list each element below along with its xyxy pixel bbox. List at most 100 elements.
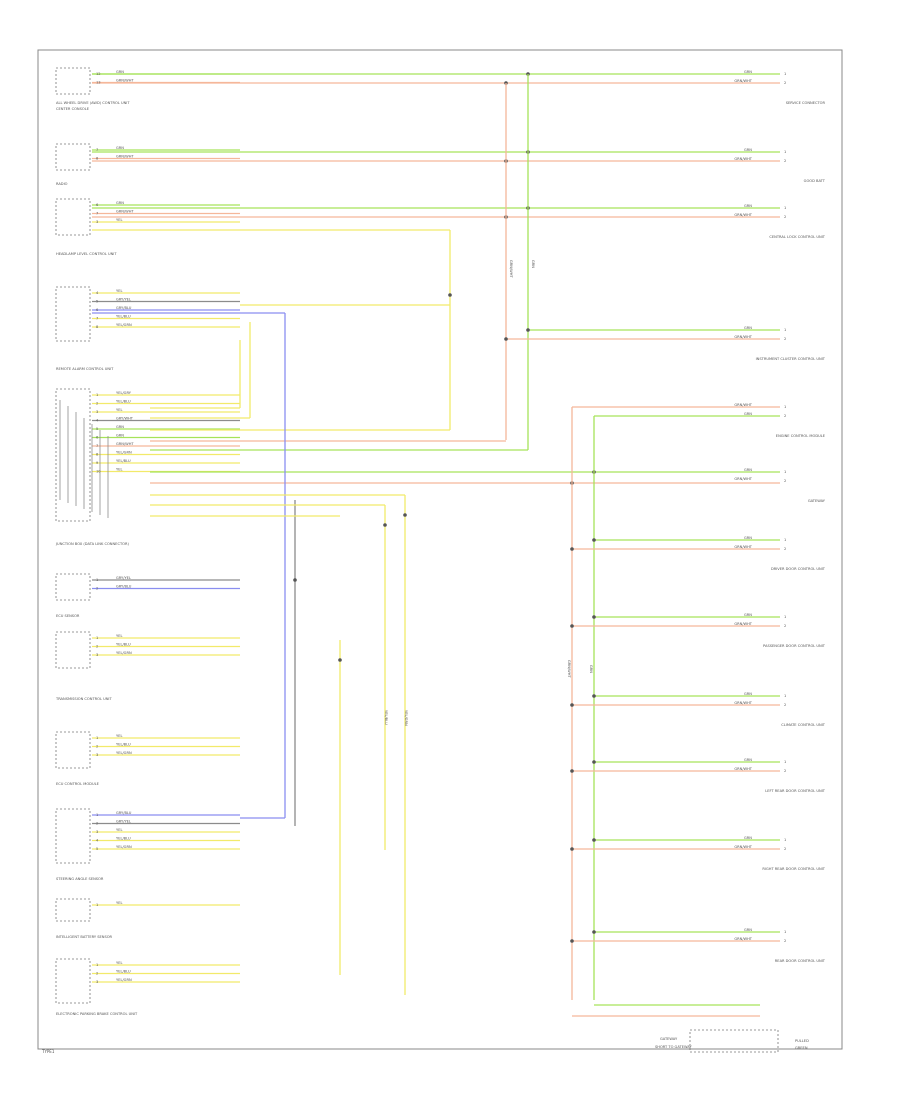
bottom-connector: GATEWAY SHORT TO GATEWAY PULLED GREEN: [655, 1029, 809, 1053]
right-component-label-r8: PASSENGER DOOR CONTROL UNIT: [763, 644, 826, 648]
pin-number-c2-1: 8: [96, 157, 99, 161]
right-pin-r8-1: 2: [784, 624, 786, 628]
wire-code-c4-3: YEL/BLU: [116, 315, 131, 319]
component-box-c4: [55, 286, 91, 342]
wire-code-c6-1: GRY/BLU: [116, 585, 132, 589]
right-wire-code-r6-1: GRN/WHT: [734, 477, 752, 481]
page-label: TYPE1: [41, 1049, 55, 1054]
right-branch-dot-high-2: [592, 694, 596, 698]
component-box-c7: [55, 631, 91, 669]
right-wire-code-r11-1: GRN/WHT: [734, 845, 752, 849]
wire-code-c5-5: GRN: [116, 434, 124, 438]
pin-number-c9-4: 5: [96, 847, 98, 851]
component-box-c8: [55, 731, 91, 769]
pin-number-c1-0: 12: [96, 72, 101, 76]
splice-dot-cluster-low: [504, 337, 508, 341]
right-pin-r11-1: 2: [784, 847, 786, 851]
pin-number-c5-6: 7: [96, 444, 98, 448]
component-box-c9: [55, 808, 91, 864]
pin-number-c1-1: 13: [96, 81, 101, 85]
wire-code-c1-0: GRN: [116, 70, 124, 74]
pin-number-c11-0: 1: [96, 963, 98, 967]
wire-code-c5-1: YEL/BLU: [116, 400, 131, 404]
right-pin-r6-0: 1: [784, 470, 786, 474]
component-box-c11: [55, 958, 91, 1004]
wire-code-c3-2: YEL: [116, 218, 122, 222]
pin-number-c7-1: 2: [96, 645, 98, 649]
wire-code-c5-6: GRN/WHT: [116, 442, 134, 446]
component-box-c10: [55, 898, 91, 922]
wire-code-c8-2: YEL/GRN: [116, 751, 132, 755]
component-label-c9: STEERING ANGLE SENSOR: [56, 877, 104, 881]
right-wire-code-r2-0: GRN: [744, 148, 752, 152]
right-wire-code-r4-0: GRN: [744, 326, 752, 330]
right-component-label-r12: REAR DOOR CONTROL UNIT: [775, 959, 826, 963]
bus-label-5: YEL/GRN: [404, 710, 408, 726]
right-wire-code-r12-1: GRN/WHT: [734, 937, 752, 941]
wire-code-c7-0: YEL: [116, 634, 122, 638]
pin-number-c9-1: 2: [96, 822, 98, 826]
component-label-c7: TRANSMISSION CONTROL UNIT: [55, 697, 112, 701]
right-wire-code-r5-0: GRN/WHT: [734, 403, 752, 407]
right-wire-code-r8-1: GRN/WHT: [734, 622, 752, 626]
bus-label-4: YEL/BLU: [384, 710, 388, 725]
bottom-left-label: GATEWAY: [660, 1037, 678, 1041]
right-pin-r12-1: 2: [784, 939, 786, 943]
wire-code-c2-1: GRN/WHT: [116, 155, 134, 159]
right-branch-dot-high-1: [592, 615, 596, 619]
right-component-label-r11: RIGHT REAR DOOR CONTROL UNIT: [762, 867, 825, 871]
component-box-c5: [55, 388, 91, 522]
right-wire-code-r7-1: GRN/WHT: [734, 545, 752, 549]
pin-number-c5-7: 8: [96, 453, 99, 457]
right-branch-dot-low-2: [570, 703, 574, 707]
diagram-frame: [37, 49, 843, 1050]
right-pin-r12-0: 1: [784, 930, 786, 934]
right-branch-dot-low-3: [570, 769, 574, 773]
pin-number-c5-5: 6: [96, 436, 99, 440]
right-pin-r8-0: 1: [784, 615, 786, 619]
right-pin-r10-1: 2: [784, 769, 786, 773]
wire-code-c9-1: GRY/YEL: [116, 820, 131, 824]
right-branch-dot-low-1: [570, 624, 574, 628]
right-wire-code-r11-0: GRN: [744, 836, 752, 840]
bus-label-2: GRN/WHT: [567, 660, 571, 678]
right-wire-code-r7-0: GRN: [744, 536, 752, 540]
pin-number-c11-2: 3: [96, 980, 98, 984]
yellow-splice-dot: [448, 293, 452, 297]
pin-number-c2-0: 7: [96, 148, 98, 152]
bottom-right-label: PULLED: [795, 1039, 809, 1043]
right-component-label-r3: CENTRAL LOCK CONTROL UNIT: [769, 235, 825, 239]
pin-number-c4-3: 7: [96, 317, 98, 321]
right-pin-r2-1: 2: [784, 159, 786, 163]
right-wire-code-r9-1: GRN/WHT: [734, 701, 752, 705]
right-pin-r3-0: 1: [784, 206, 786, 210]
wire-code-c5-4: GRN: [116, 425, 124, 429]
wire-code-c9-4: YEL/GRN: [116, 845, 132, 849]
pin-number-c5-1: 2: [96, 402, 98, 406]
right-pin-r9-0: 1: [784, 694, 786, 698]
bottom-right-sub-label: GREEN: [795, 1046, 808, 1050]
wire-code-c8-0: YEL: [116, 734, 122, 738]
component-box-c1: [55, 67, 91, 95]
right-branch-dot-low-0: [570, 547, 574, 551]
right-pin-r4-1: 2: [784, 337, 786, 341]
wire-code-c11-2: YEL/GRN: [116, 978, 132, 982]
gray-splice-dot: [293, 578, 297, 582]
right-pin-r11-0: 1: [784, 838, 786, 842]
wire-code-c7-1: YEL/BLU: [116, 643, 131, 647]
component-sub-label-c1: CENTER CONSOLE: [56, 107, 90, 111]
wire-code-c6-0: GRY/YEL: [116, 576, 131, 580]
right-component-label-r5: ENGINE CONTROL MODULE: [776, 434, 826, 438]
pin-number-c5-9: 10: [96, 470, 101, 474]
right-component-label-r7: DRIVER DOOR CONTROL UNIT: [771, 567, 826, 571]
right-pin-r7-0: 1: [784, 538, 786, 542]
pin-number-c5-4: 5: [96, 427, 98, 431]
wire-code-c5-9: YEL: [116, 468, 122, 472]
component-label-c8: ECU CONTROL MODULE: [56, 782, 100, 786]
right-pin-r9-1: 2: [784, 703, 786, 707]
right-pin-r1-0: 1: [784, 72, 786, 76]
pin-number-c5-0: 1: [96, 393, 98, 397]
